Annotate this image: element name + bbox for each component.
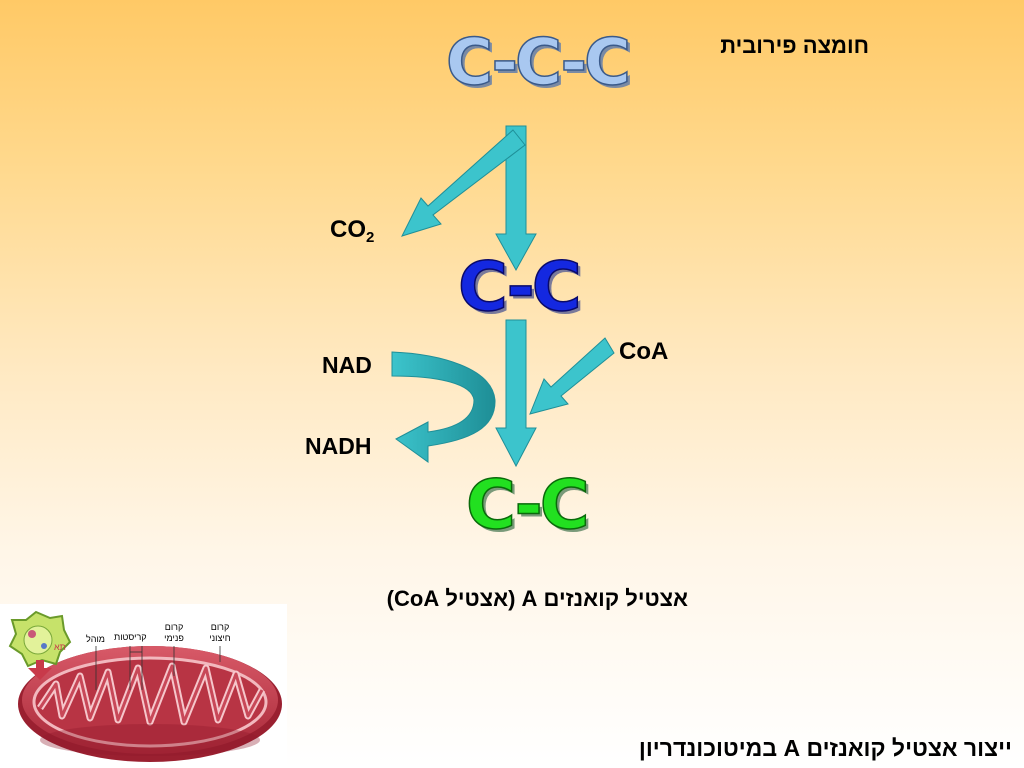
label-pyruvic-acid: חומצה פירובית [720,33,869,58]
slide-title: ייצור אצטיל קואנזים A במיטוכונדריון [638,735,1012,761]
label-nadh: NADH [305,433,372,459]
arrow-to-co2 [401,129,526,237]
molecule-two-carbon-product: C-C [465,465,590,546]
label-co2: CO2 [330,216,374,246]
arrow-from-coa [529,337,615,415]
cell-zoom-arrow [28,660,52,680]
arrow-nad-to-nadh [391,351,496,463]
label-inner-membrane: קרום פנימי [164,622,184,643]
label-nad: NAD [322,352,372,378]
arrow-pyruvate-to-intermediate [495,125,537,272]
label-co2-subscript: 2 [366,229,375,246]
label-coa: CoA [619,338,669,365]
molecule-three-carbon: C-C-C [445,25,631,101]
molecule-two-carbon-intermediate: C-C [457,247,582,328]
label-outer-membrane: קרום חיצוני [209,622,231,643]
mitochondrion-illustration [0,604,287,768]
label-cell: תא [54,642,66,652]
label-acetyl-coa: אצטיל קואנזים A (אצטיל CoA) [386,586,688,611]
label-matrix: מוהל [86,634,105,644]
label-cristae: קריסטות [114,632,147,642]
arrow-intermediate-to-product [495,319,537,468]
label-co2-main: CO [330,216,366,243]
